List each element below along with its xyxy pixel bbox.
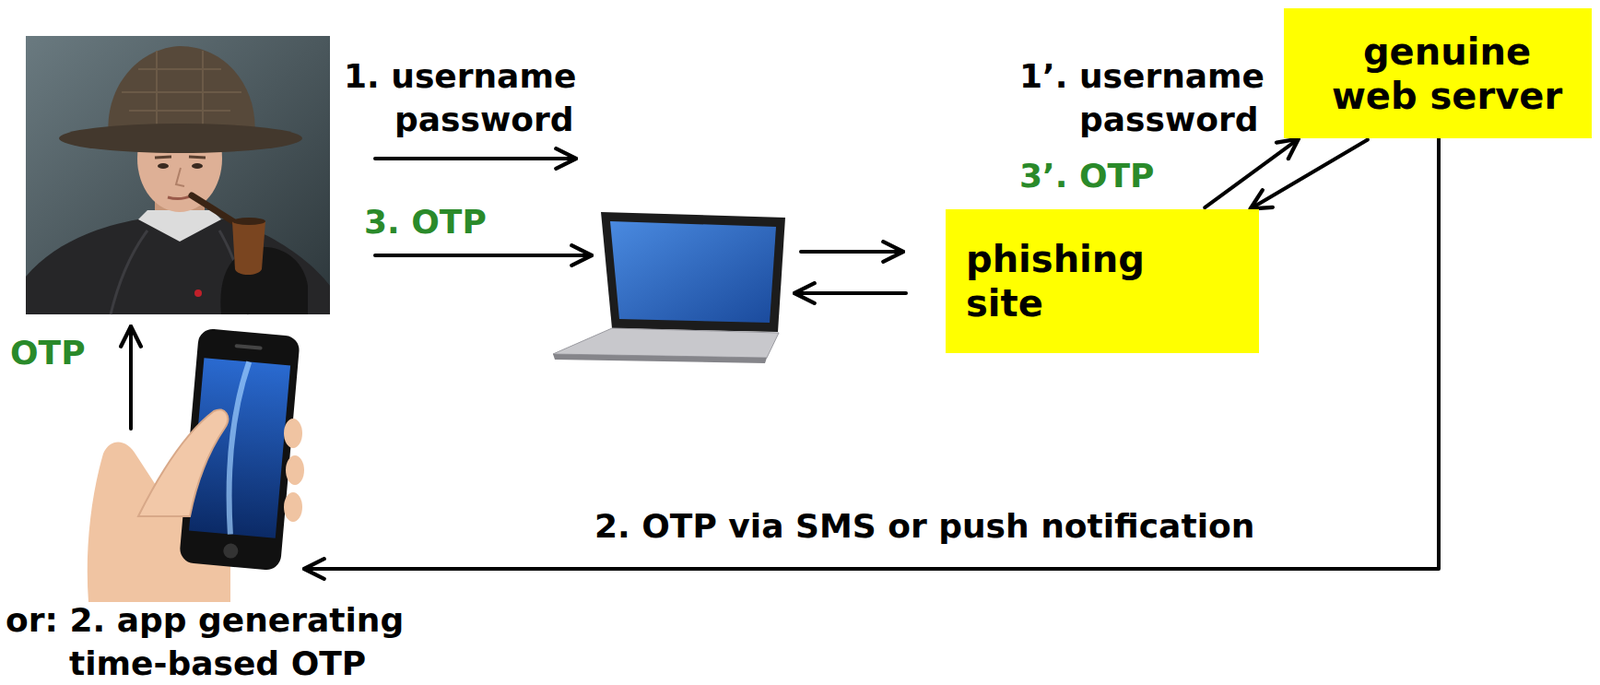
glove (220, 247, 308, 315)
finger (285, 455, 305, 485)
label-holder: OTP (10, 331, 86, 376)
hat-brim (58, 123, 303, 153)
laptop-screen (610, 221, 777, 323)
sms-arrow (304, 138, 1439, 569)
label-holder: 3. OTP (364, 200, 487, 245)
credential-arrow (375, 156, 577, 161)
screen-streak (223, 361, 250, 535)
otp-arrow (375, 253, 592, 258)
eyebrow (154, 156, 206, 158)
relay-arrow (1204, 139, 1299, 209)
step-label: 1. username password (343, 55, 595, 142)
buttonhole (194, 289, 202, 297)
pipe-bowl (232, 221, 266, 275)
label-holder: 2. OTP via SMS or push notification (594, 505, 1255, 549)
read-otp-arrow (129, 326, 133, 429)
eye (191, 163, 203, 169)
label-holder: 1. username password (343, 55, 595, 142)
pipe-rim (232, 217, 266, 225)
alternative-label: or: 2. app generating time-based OTP (5, 599, 419, 685)
photo-background (25, 35, 330, 315)
person-photo (25, 35, 330, 315)
server-box: genuine web server (1283, 8, 1592, 139)
nose (176, 167, 185, 187)
thumb (138, 409, 228, 517)
phishing-box: phishing site (945, 209, 1259, 353)
laptop-lid (600, 211, 786, 332)
label-holder: 3’. OTP (1019, 154, 1154, 199)
label-holder: 1’. username password (1019, 55, 1280, 142)
mouth (167, 195, 192, 200)
delivery-label: 2. OTP via SMS or push notification (594, 505, 1255, 549)
eye (157, 163, 169, 169)
node-text: phishing site (965, 236, 1145, 326)
phone-in-hand (87, 328, 305, 602)
collar (138, 210, 222, 242)
relayed-otp-label: 3’. OTP (1019, 154, 1154, 199)
finger (283, 492, 303, 522)
request-arrow (800, 249, 904, 254)
label-holder: or: 2. app generating time-based OTP (5, 599, 419, 685)
relayed-step-label: 1’. username password (1019, 55, 1280, 142)
laptop (552, 211, 786, 364)
finger (283, 418, 303, 448)
response-arrow (794, 291, 906, 295)
speaker (235, 343, 263, 351)
laptop-deck (552, 328, 779, 358)
node-text: genuine web server (1323, 29, 1571, 118)
reply-arrow (1250, 140, 1368, 210)
laptop-front (552, 353, 767, 364)
otp-label: OTP (10, 331, 86, 376)
flow-arrows (130, 138, 1439, 569)
otp-label: 3. OTP (364, 200, 487, 245)
home-button (223, 542, 239, 559)
